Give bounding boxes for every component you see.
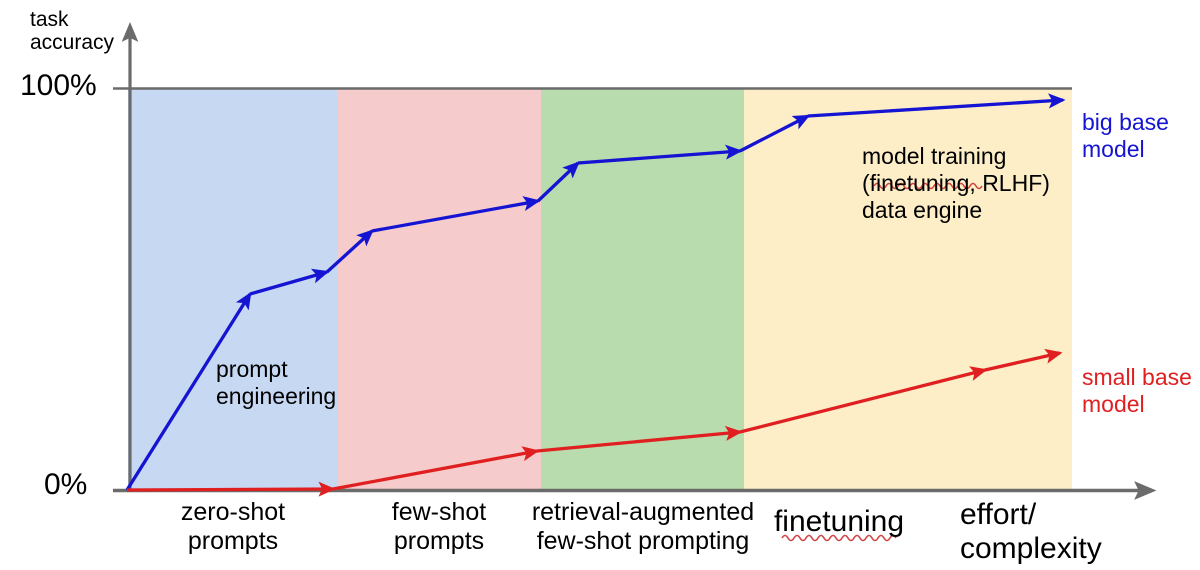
band-label-zero-shot-line-1: zero-shot	[180, 498, 286, 526]
band-label-few-shot-line-1: few-shot	[391, 498, 487, 526]
series-small-segment-5	[984, 348, 1063, 372]
series-big-segment-6	[577, 144, 743, 165]
x-axis-title-line-2: complexity	[960, 532, 1102, 565]
annotation-prompt-engineering-line-1: prompt	[216, 356, 288, 382]
series-big-segment-8	[807, 93, 1066, 118]
series-big-segment-5	[536, 161, 580, 203]
band-few-shot	[337, 88, 541, 490]
band-label-finetuning: finetuning	[773, 505, 905, 538]
y-tick-label-100-percent: 100%	[20, 69, 97, 102]
band-label-few-shot-line-2: prompts	[393, 527, 485, 555]
annotation-model-training-line-1: model training	[862, 143, 1007, 169]
legend-small-base-model-line-1: small base	[1082, 364, 1192, 390]
series-small-base-model	[126, 348, 1063, 497]
band-label-zero-shot-line-2: prompts	[187, 527, 279, 555]
y-axis-title-line-1: task	[30, 8, 69, 31]
band-finetuning	[744, 88, 1072, 490]
y-axis-title-line-2: accuracy	[30, 31, 115, 54]
band-rects	[128, 88, 1072, 490]
band-label-retrieval-augmented-line-2: few-shot prompting	[536, 527, 750, 555]
annotation-model-training-line-3: data engine	[862, 197, 983, 223]
annotation-prompt-engineering-line-2: engineering	[216, 383, 337, 409]
series-big-segment-2	[249, 268, 330, 296]
series-small-segment-3	[536, 425, 743, 453]
band-zero-shot	[128, 88, 337, 490]
band-label-retrieval-augmented-line-1: retrieval-augmented	[531, 498, 755, 526]
series-small-segment-2	[332, 446, 540, 491]
series-big-base-model	[125, 93, 1066, 491]
series-small-segment-1	[126, 481, 336, 497]
legend-small-base-model-line-2: model	[1082, 391, 1145, 417]
series-small-segment-4	[739, 366, 988, 434]
y-tick-label-0-percent: 0%	[44, 468, 88, 501]
legend-big-base-model-line-1: big base	[1082, 109, 1169, 135]
band-rag	[541, 88, 744, 490]
series-big-segment-3	[325, 229, 374, 274]
spellcheck-squiggle-finetuning-annotation	[873, 182, 983, 190]
spellcheck-squiggle-finetuning-band-label	[781, 534, 897, 542]
legend-big-base-model-line-2: model	[1082, 136, 1145, 162]
series-big-segment-7	[739, 114, 811, 153]
series-big-segment-1	[125, 291, 252, 491]
x-axis-title-line-1: effort/	[960, 498, 1037, 531]
series-big-segment-4	[371, 196, 541, 233]
annotation-model-training-line-2: (finetuning, RLHF)	[862, 170, 1050, 196]
